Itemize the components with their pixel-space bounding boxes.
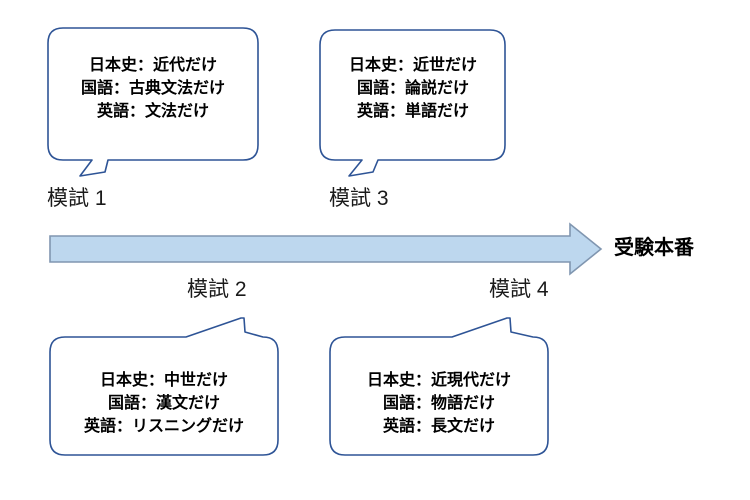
callout-2-line-1: 日本史：近世だけ <box>348 57 477 74</box>
timeline-arrow <box>49 222 603 276</box>
callout-3-line-3: 英語：リスニングだけ <box>83 418 244 435</box>
callout-4-text: 日本史：近現代だけ 国語：物語だけ 英語：長文だけ <box>330 369 548 438</box>
callout-4-bubble <box>329 317 549 456</box>
callout-1-text: 日本史：近代だけ 国語：古典文法だけ 英語：文法だけ <box>48 54 258 123</box>
callout-3-line-2: 国語：漢文だけ <box>107 395 220 412</box>
callout-2-text: 日本史：近世だけ 国語：論説だけ 英語：単語だけ <box>320 54 506 123</box>
callout-4-line-1: 日本史：近現代だけ <box>366 372 511 389</box>
callout-1-line-1: 日本史：近代だけ <box>88 57 217 74</box>
milestone-label-3: 模試 3 <box>329 187 389 210</box>
milestone-label-1: 模試 1 <box>47 187 107 210</box>
callout-3-bubble <box>49 317 279 456</box>
milestone-label-2: 模試 2 <box>187 278 247 301</box>
callout-4-line-2: 国語：物語だけ <box>382 395 495 412</box>
callout-4-line-3: 英語：長文だけ <box>382 418 495 435</box>
callout-2-bubble <box>319 29 506 177</box>
callout-1-bubble <box>47 27 259 177</box>
callout-2-line-3: 英語：単語だけ <box>356 103 469 120</box>
callout-2-line-2: 国語：論説だけ <box>356 80 469 97</box>
callout-1-line-2: 国語：古典文法だけ <box>80 80 225 97</box>
callout-3-text: 日本史：中世だけ 国語：漢文だけ 英語：リスニングだけ <box>50 369 278 438</box>
exam-day-label: 受験本番 <box>614 237 694 259</box>
callout-1-line-3: 英語：文法だけ <box>96 103 209 120</box>
milestone-label-4: 模試 4 <box>489 278 549 301</box>
callout-3-line-1: 日本史：中世だけ <box>99 372 228 389</box>
